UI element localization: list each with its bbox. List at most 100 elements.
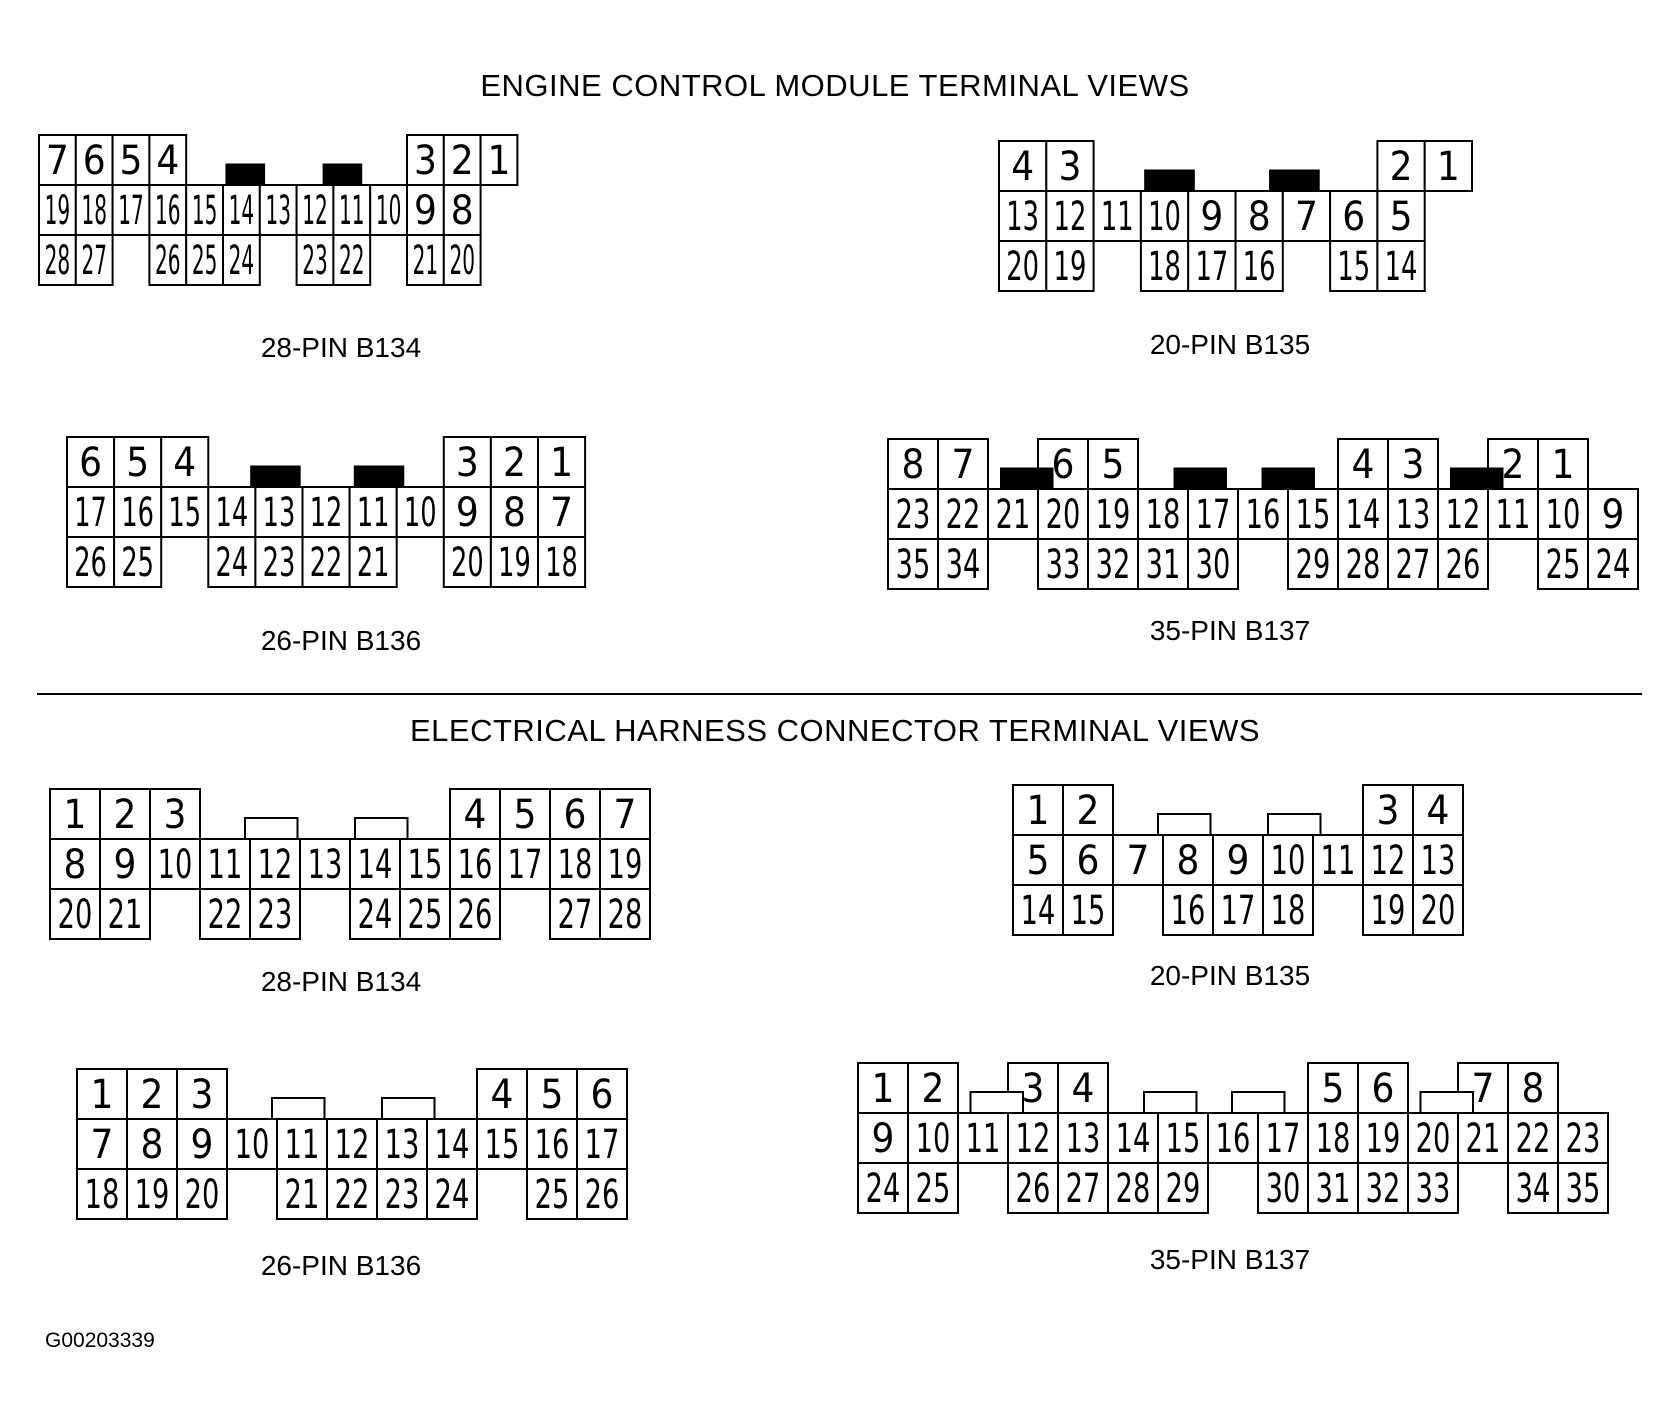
connector-key-tab [1143,1091,1198,1114]
pin-label: 8 [1248,194,1271,240]
pin-label: 33 [1046,542,1081,588]
pin-cell [176,1068,228,1120]
pin-cell [254,536,304,588]
pin-cell [526,1168,578,1220]
figure-id: G00203339 [45,1329,155,1352]
pin-cell [526,1068,578,1120]
pin-15: 15 [476,1118,528,1170]
harness-b134-caption: 28-PIN B134 [260,966,422,997]
pin-label: 17 [585,1122,620,1168]
pin-7: 7 [38,134,77,186]
pin-label: 10 [235,1122,270,1168]
pin-label: 17 [508,842,543,888]
pin-4: 4 [476,1068,528,1120]
connector-key-tab [1267,813,1322,836]
pin-35: 35 [1557,1162,1609,1214]
pin-cell [348,536,398,588]
pin-13: 13 [1412,834,1464,886]
pin-14: 14 [1376,240,1426,292]
pin-2: 2 [126,1068,178,1120]
pin-23: 23 [887,488,939,540]
pin-19: 19 [126,1168,178,1220]
pin-9: 9 [442,486,492,538]
pin-label: 18 [1146,492,1181,538]
pin-27: 27 [1057,1162,1109,1214]
pin-label: 4 [156,138,179,184]
pin-cell [113,536,163,588]
pin-label: 10 [1546,492,1581,538]
pin-20: 20 [1037,488,1089,540]
pin-label: 32 [1096,542,1131,588]
pin-12: 12 [326,1118,378,1170]
pin-7: 7 [76,1118,128,1170]
pin-7: 7 [599,788,651,840]
pin-label: 20 [1421,888,1456,934]
pin-label: 7 [1472,1066,1495,1112]
pin-10: 10 [1139,190,1190,242]
pin-label: 19 [45,188,71,234]
pin-1: 1 [76,1068,128,1120]
pin-14: 14 [349,838,401,890]
pin-cell [599,788,651,840]
pin-label: 17 [74,490,107,536]
pin-26: 26 [576,1168,628,1220]
pin-label: 12 [1446,492,1481,538]
pin-label: 3 [1022,1066,1045,1112]
pin-label: 19 [135,1172,170,1218]
pin-label: 14 [229,188,255,234]
pin-6: 6 [1062,834,1114,886]
pin-label: 23 [896,492,931,538]
pin-label: 6 [1372,1066,1395,1112]
pin-32: 32 [1357,1162,1409,1214]
pin-13: 13 [1387,488,1439,540]
pin-label: 8 [503,490,526,536]
pin-cell [326,1118,378,1170]
pin-label: 5 [126,440,149,486]
pin-27: 27 [74,234,114,286]
pin-cell [126,1068,178,1120]
pin-label: 6 [79,440,102,486]
pin-label: 11 [1101,194,1134,240]
pin-label: 5 [1322,1066,1345,1112]
pin-cell [576,1118,628,1170]
pin-29: 29 [1287,538,1339,590]
pin-label: 35 [896,542,931,588]
pin-10: 10 [1262,834,1314,886]
pin-17: 17 [1212,884,1264,936]
pin-label: 24 [1596,542,1631,588]
pin-cell [442,436,492,488]
pin-6: 6 [1037,438,1089,490]
pin-label: 12 [310,490,343,536]
pin-label: 25 [408,892,443,938]
pin-cell [1387,438,1439,490]
pin-label: 20 [1046,492,1081,538]
pin-18: 18 [537,536,587,588]
pin-26: 26 [66,536,116,588]
pin-cell [489,436,539,488]
pin-label: 3 [1059,144,1082,190]
pin-cell [99,888,151,940]
pin-cell [1057,1162,1109,1214]
pin-3: 3 [1387,438,1439,490]
pin-label: 7 [91,1122,114,1168]
pin-17: 17 [1257,1112,1309,1164]
pin-24: 24 [857,1162,909,1214]
pin-6: 6 [74,134,114,186]
pin-21: 21 [987,488,1039,540]
pin-label: 18 [85,1172,120,1218]
pin-cell [1237,488,1289,540]
pin-label: 11 [1496,492,1531,538]
pin-label: 13 [1396,492,1431,538]
pin-cell [1423,140,1474,192]
pin-label: 10 [1271,838,1306,884]
pin-label: 3 [1377,788,1400,834]
pin-label: 26 [74,540,107,586]
pin-35: 35 [887,538,939,590]
pin-9: 9 [406,184,445,236]
pin-13: 13 [1057,1112,1109,1164]
pin-cell [1045,140,1095,192]
pin-label: 9 [1602,492,1625,538]
pin-label: 7 [952,442,975,488]
pin-label: 6 [1052,442,1075,488]
